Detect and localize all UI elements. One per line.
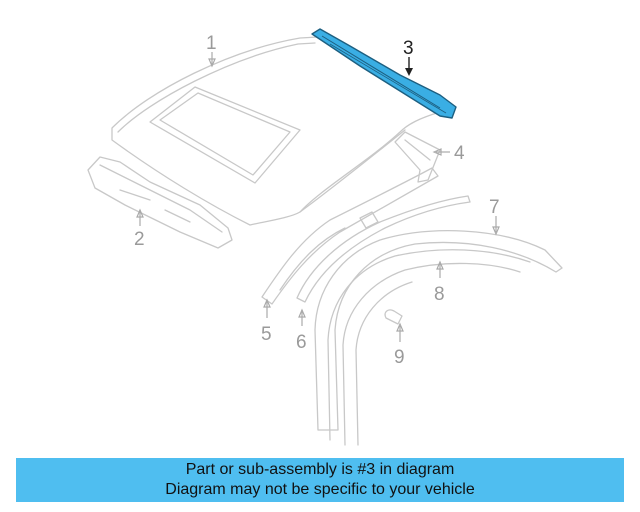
callout-8: 8 — [434, 284, 445, 305]
front-header-panel — [87, 156, 233, 249]
info-banner: Part or sub-assembly is #3 in diagram Di… — [16, 458, 624, 502]
callout-1: 1 — [206, 33, 217, 54]
banner-line-disclaimer: Diagram may not be specific to your vehi… — [165, 481, 475, 498]
door-opening-weatherstrip — [314, 230, 563, 446]
roof-rail-highlighted — [311, 28, 457, 119]
callout-9: 9 — [394, 347, 405, 368]
callout-7: 7 — [489, 197, 500, 218]
callout-4: 4 — [454, 143, 465, 164]
retaining-clip — [384, 309, 403, 325]
callout-5: 5 — [261, 324, 272, 345]
callout-3: 3 — [403, 38, 414, 59]
roof-panel — [111, 36, 441, 226]
side-roof-rail — [261, 167, 439, 305]
parts-diagram: 1 2 3 4 5 6 7 8 9 — [87, 28, 563, 446]
rear-reinforcement — [394, 131, 441, 183]
callout-2: 2 — [134, 229, 145, 250]
drip-molding — [296, 195, 471, 303]
callout-6: 6 — [296, 332, 307, 353]
banner-line-part: Part or sub-assembly is #3 in diagram — [185, 461, 455, 478]
